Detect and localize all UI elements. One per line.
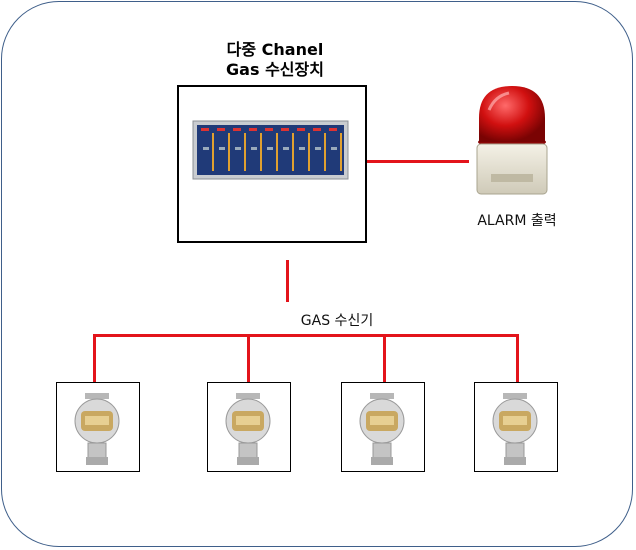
gas-detector-icon [74,393,120,465]
drop-line-3 [383,334,386,382]
drop-line-4 [516,334,519,382]
multi-channel-receiver [177,85,367,243]
bus-horizontal-line [93,334,519,337]
receiver-title-line1: 다중 Chanel [226,40,324,59]
gas-sensor-1 [56,382,140,472]
drop-line-1 [93,334,96,382]
alarm-connector-line [367,160,469,163]
alarm-beacon [467,80,557,200]
receiver-title: 다중 Chanel Gas 수신장치 [170,40,380,80]
trunk-vertical-line [286,260,289,302]
gas-detector-icon [492,393,538,465]
alarm-output-label: ALARM 출력 [477,213,557,229]
gas-receiver-label: GAS 수신기 [300,313,374,329]
gas-detector-icon [225,393,271,465]
gas-sensor-3 [341,382,425,472]
receiver-title-line2: Gas 수신장치 [226,60,324,79]
gas-sensor-2 [207,382,291,472]
gas-sensor-4 [474,382,558,472]
beacon-icon [476,86,548,195]
rack-panel-image [192,120,349,180]
drop-line-2 [247,334,250,382]
gas-detector-icon [359,393,405,465]
